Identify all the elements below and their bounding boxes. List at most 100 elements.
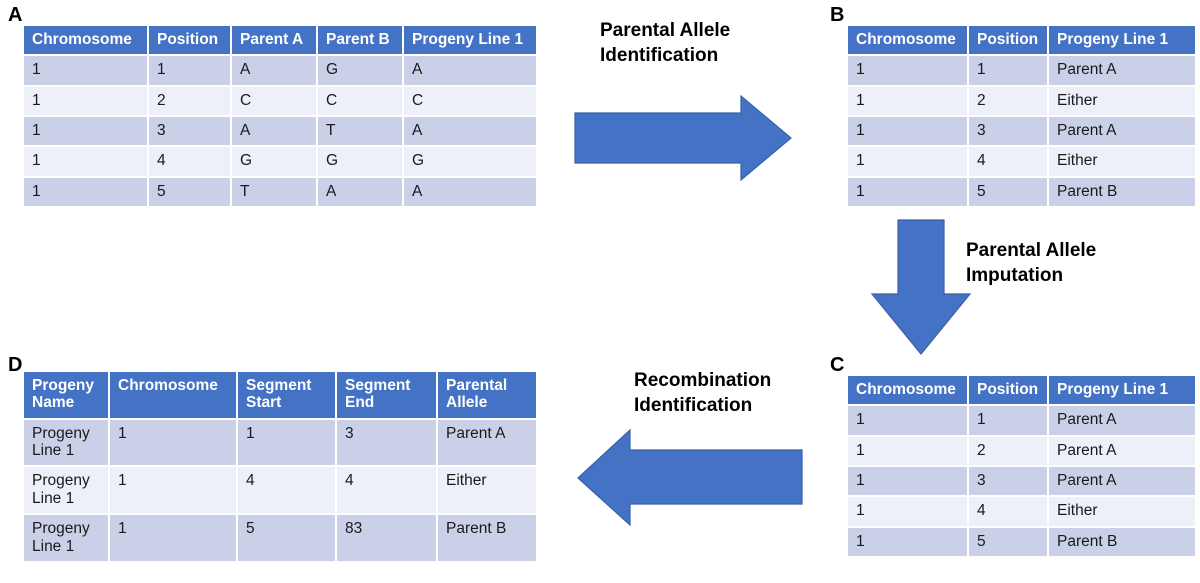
table-row: 1 2 Either	[848, 85, 1195, 118]
cell-chromosome: 1	[848, 55, 969, 87]
panel-letter-b: B	[830, 4, 845, 26]
cell-progeny: Parent A	[1048, 466, 1195, 498]
cell-position: 3	[148, 116, 232, 148]
cell-chromosome: 1	[24, 55, 149, 87]
cell-position: 1	[968, 405, 1049, 437]
table-row: 1 5 Parent B	[848, 176, 1195, 209]
cell-parent-a: A	[231, 55, 318, 87]
cell-progeny-name: Progeny Line 1	[24, 514, 110, 563]
cell-position: 5	[968, 526, 1049, 559]
cell-progeny: C	[403, 85, 536, 118]
table-row: 1 4 Either	[848, 496, 1195, 528]
cell-parent-b: T	[317, 116, 404, 148]
cell-parent-b: C	[317, 85, 404, 118]
cell-progeny: Parent A	[1048, 435, 1195, 468]
cell-parent-a: T	[231, 176, 318, 209]
cell-chromosome: 1	[24, 146, 149, 178]
cell-progeny: Either	[1048, 85, 1195, 118]
cell-position: 2	[968, 435, 1049, 468]
cell-parent-a: A	[231, 116, 318, 148]
column-header-position: Position	[148, 26, 232, 57]
cell-chromosome: 1	[109, 514, 238, 563]
genotype-matrix-table: Chromosome Position Parent A Parent B Pr…	[24, 26, 536, 209]
cell-parental-allele: Parent A	[437, 418, 536, 468]
table-header-row: Chromosome Position Progeny Line 1	[848, 26, 1195, 57]
cell-parent-b: A	[317, 176, 404, 209]
table-row: 1 4 G G G	[24, 146, 536, 178]
cell-segment-start: 4	[237, 466, 337, 516]
column-header-parent-a: Parent A	[231, 26, 318, 57]
cell-parent-a: C	[231, 85, 318, 118]
parental-allele-imputation-label: Parental Allele Imputation	[966, 240, 1097, 287]
panel-letter-c: C	[830, 354, 845, 376]
table-row: 1 1 Parent A	[848, 405, 1195, 437]
cell-parent-a: G	[231, 146, 318, 178]
column-header-parental-allele: Parental Allele	[437, 372, 536, 420]
column-header-chromosome: Chromosome	[24, 26, 149, 57]
parental-allele-identification-arrow	[573, 93, 793, 183]
column-header-parent-b: Parent B	[317, 26, 404, 57]
parental-allele-call-table: Chromosome Position Progeny Line 1 1 1 P…	[848, 26, 1195, 209]
cell-segment-start: 5	[237, 514, 337, 563]
cell-progeny: Either	[1048, 146, 1195, 178]
cell-segment-end: 4	[336, 466, 438, 516]
imputed-parental-allele-table: Chromosome Position Progeny Line 1 1 1 P…	[848, 376, 1195, 559]
cell-parental-allele: Parent B	[437, 514, 536, 563]
cell-progeny: Parent A	[1048, 116, 1195, 148]
cell-chromosome: 1	[848, 85, 969, 118]
cell-chromosome: 1	[109, 418, 238, 468]
cell-chromosome: 1	[109, 466, 238, 516]
cell-progeny: Parent A	[1048, 55, 1195, 87]
column-header-segment-start: Segment Start	[237, 372, 337, 420]
cell-chromosome: 1	[24, 116, 149, 148]
cell-chromosome: 1	[848, 466, 969, 498]
table-row: 1 4 Either	[848, 146, 1195, 178]
recombination-identification-label: Recombination Identification	[634, 370, 772, 417]
column-header-progeny-line-1: Progeny Line 1	[1048, 376, 1195, 407]
column-header-progeny-line-1: Progeny Line 1	[1048, 26, 1195, 57]
cell-progeny: Parent A	[1048, 405, 1195, 437]
column-header-segment-end: Segment End	[336, 372, 438, 420]
cell-parent-b: G	[317, 55, 404, 87]
cell-position: 1	[968, 55, 1049, 87]
cell-parent-b: G	[317, 146, 404, 178]
table-row: 1 5 T A A	[24, 176, 536, 209]
table-row: 1 3 Parent A	[848, 466, 1195, 498]
cell-progeny: A	[403, 176, 536, 209]
parental-allele-identification-label: Parental Allele Identification	[600, 20, 731, 67]
cell-position: 2	[968, 85, 1049, 118]
cell-progeny: Either	[1048, 496, 1195, 528]
column-header-chromosome: Chromosome	[848, 26, 969, 57]
cell-segment-end: 3	[336, 418, 438, 468]
cell-position: 3	[968, 466, 1049, 498]
table-row: 1 2 C C C	[24, 85, 536, 118]
table-header-row: Chromosome Position Progeny Line 1	[848, 376, 1195, 407]
column-header-progeny-name: Progeny Name	[24, 372, 110, 420]
cell-position: 4	[968, 496, 1049, 528]
table-row: Progeny Line 1 1 5 83 Parent B	[24, 514, 536, 563]
table-row: 1 3 A T A	[24, 116, 536, 148]
recombination-identification-arrow	[576, 428, 804, 528]
column-header-chromosome: Chromosome	[848, 376, 969, 407]
cell-progeny-name: Progeny Line 1	[24, 466, 110, 516]
panel-letter-a: A	[8, 4, 23, 26]
parental-allele-imputation-arrow	[869, 218, 973, 356]
cell-progeny: A	[403, 116, 536, 148]
column-header-position: Position	[968, 376, 1049, 407]
cell-chromosome: 1	[848, 176, 969, 209]
cell-position: 3	[968, 116, 1049, 148]
cell-position: 5	[968, 176, 1049, 209]
table-row: 1 5 Parent B	[848, 526, 1195, 559]
cell-segment-start: 1	[237, 418, 337, 468]
cell-chromosome: 1	[24, 85, 149, 118]
cell-chromosome: 1	[848, 116, 969, 148]
table-row: 1 1 Parent A	[848, 55, 1195, 87]
cell-position: 2	[148, 85, 232, 118]
cell-position: 5	[148, 176, 232, 209]
cell-progeny-name: Progeny Line 1	[24, 418, 110, 468]
cell-parental-allele: Either	[437, 466, 536, 516]
column-header-chromosome: Chromosome	[109, 372, 238, 420]
cell-position: 1	[148, 55, 232, 87]
table-header-row: Progeny Name Chromosome Segment Start Se…	[24, 372, 536, 420]
